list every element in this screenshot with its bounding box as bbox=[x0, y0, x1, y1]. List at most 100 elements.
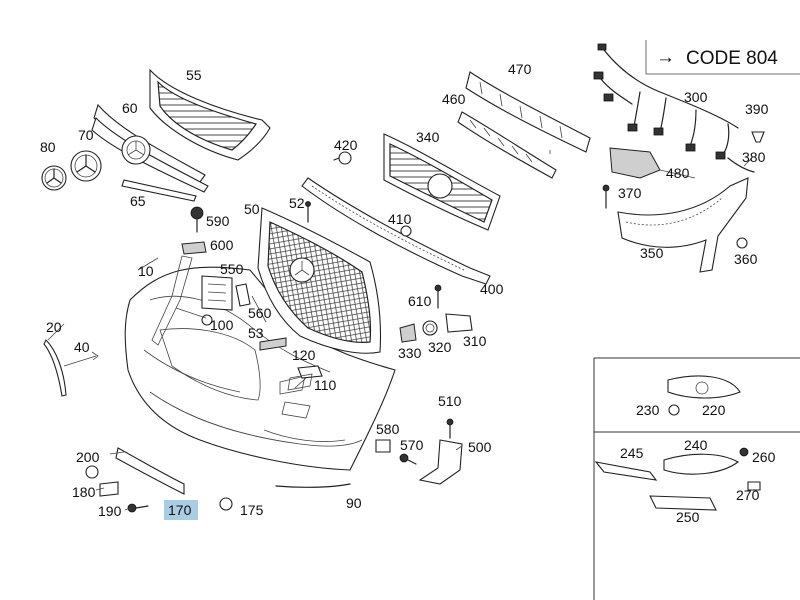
part-350-carrier bbox=[617, 177, 749, 273]
part-580-bracket bbox=[375, 439, 391, 453]
callout-110: 110 bbox=[314, 377, 337, 393]
part-410-clip bbox=[400, 225, 412, 237]
callout-175: 175 bbox=[240, 502, 264, 518]
part-470-reinforcement bbox=[465, 71, 591, 153]
callout-600: 600 bbox=[210, 237, 234, 253]
callout-400: 400 bbox=[480, 281, 504, 297]
code-label: CODE 804 bbox=[686, 48, 778, 69]
part-80-star-emblem bbox=[41, 165, 67, 191]
callout-460: 460 bbox=[442, 91, 466, 107]
callout-330: 330 bbox=[398, 345, 422, 361]
part-330-sensor bbox=[399, 323, 417, 343]
part-190-screw bbox=[127, 503, 149, 513]
part-180-bracket bbox=[99, 481, 119, 497]
callout-350: 350 bbox=[640, 245, 664, 261]
callout-53: 53 bbox=[248, 325, 264, 341]
callout-250: 250 bbox=[676, 509, 700, 525]
callout-labels: 55 60 70 80 65 590 600 10 50 52 550 560 … bbox=[40, 61, 776, 525]
callout-52: 52 bbox=[289, 195, 305, 211]
part-20-side-trim bbox=[43, 339, 67, 397]
part-40-arrow bbox=[63, 351, 99, 367]
part-200-clip bbox=[85, 465, 99, 479]
part-370-screw bbox=[602, 184, 610, 209]
callout-580: 580 bbox=[376, 421, 400, 437]
part-110-cover bbox=[287, 373, 313, 391]
part-340-grille bbox=[383, 133, 501, 231]
callout-80: 80 bbox=[40, 139, 56, 155]
callout-180: 180 bbox=[72, 484, 96, 500]
part-52-screw bbox=[305, 201, 311, 223]
callout-200: 200 bbox=[76, 449, 100, 465]
callout-190: 190 bbox=[98, 503, 122, 519]
callout-570: 570 bbox=[400, 437, 424, 453]
part-360-clip bbox=[736, 237, 748, 249]
callout-50: 50 bbox=[244, 201, 260, 217]
callout-470: 470 bbox=[508, 61, 532, 77]
callout-170: 170 bbox=[168, 502, 192, 518]
callout-270: 270 bbox=[736, 487, 760, 503]
callout-380: 380 bbox=[742, 149, 766, 165]
part-120-bracket bbox=[297, 365, 323, 379]
part-310-holder bbox=[445, 313, 473, 333]
callout-590: 590 bbox=[206, 213, 230, 229]
part-250-frame bbox=[649, 495, 717, 511]
part-270-clip bbox=[747, 481, 761, 491]
part-420-clip bbox=[333, 151, 352, 165]
leader-lines bbox=[47, 150, 753, 511]
callout-260: 260 bbox=[752, 449, 776, 465]
part-300-wiring-harness bbox=[593, 43, 739, 160]
callout-65: 65 bbox=[130, 193, 146, 209]
code-arrow-icon: → bbox=[656, 47, 675, 68]
callout-610: 610 bbox=[408, 293, 432, 309]
callout-55: 55 bbox=[186, 67, 202, 83]
part-570-screw bbox=[399, 453, 417, 465]
part-50-mesh-grille bbox=[257, 207, 382, 354]
callout-510: 510 bbox=[438, 393, 462, 409]
callout-230: 230 bbox=[636, 402, 660, 418]
part-380-sensor bbox=[727, 157, 755, 173]
part-560-bracket bbox=[235, 283, 251, 307]
part-175-plug bbox=[219, 497, 233, 511]
callout-120: 120 bbox=[292, 347, 316, 363]
part-230-ring bbox=[668, 404, 680, 416]
part-600-clip bbox=[181, 241, 207, 255]
part-480-bracket bbox=[609, 147, 661, 179]
part-10-bumper-cover bbox=[124, 255, 396, 471]
callout-240: 240 bbox=[684, 437, 708, 453]
part-60-grille bbox=[91, 103, 209, 193]
callout-550: 550 bbox=[220, 261, 244, 277]
part-220-grille-insert bbox=[667, 375, 741, 399]
callout-70: 70 bbox=[78, 127, 94, 143]
callout-90: 90 bbox=[346, 495, 362, 511]
callout-100: 100 bbox=[210, 317, 234, 333]
part-590-screw bbox=[190, 206, 204, 233]
callout-360: 360 bbox=[734, 251, 758, 267]
callout-310: 310 bbox=[463, 333, 487, 349]
callout-20: 20 bbox=[46, 319, 62, 335]
callout-40: 40 bbox=[74, 339, 90, 355]
callout-320: 320 bbox=[428, 339, 452, 355]
code-box: → CODE 804 bbox=[645, 40, 800, 75]
part-390-clip bbox=[751, 131, 765, 143]
part-260-screw bbox=[739, 447, 749, 457]
part-70-star-emblem bbox=[70, 150, 102, 182]
part-510-screw bbox=[446, 418, 454, 439]
part-55-grille-frame bbox=[149, 68, 271, 161]
part-320-ring bbox=[422, 320, 438, 336]
part-610-screw bbox=[434, 284, 442, 309]
callout-410: 410 bbox=[388, 211, 412, 227]
part-65-trim-strip bbox=[121, 179, 197, 202]
callout-560: 560 bbox=[248, 305, 272, 321]
highlight-box-170 bbox=[164, 500, 198, 520]
callout-500: 500 bbox=[468, 439, 492, 455]
part-400-support-bar bbox=[301, 177, 491, 285]
callout-220: 220 bbox=[702, 402, 726, 418]
part-245-trim bbox=[594, 461, 658, 481]
part-170-license-plate-holder bbox=[115, 447, 185, 495]
callout-480: 480 bbox=[666, 165, 690, 181]
part-550-sensor-module bbox=[201, 275, 233, 311]
part-500-side-bracket bbox=[418, 439, 463, 485]
callout-370: 370 bbox=[618, 185, 642, 201]
